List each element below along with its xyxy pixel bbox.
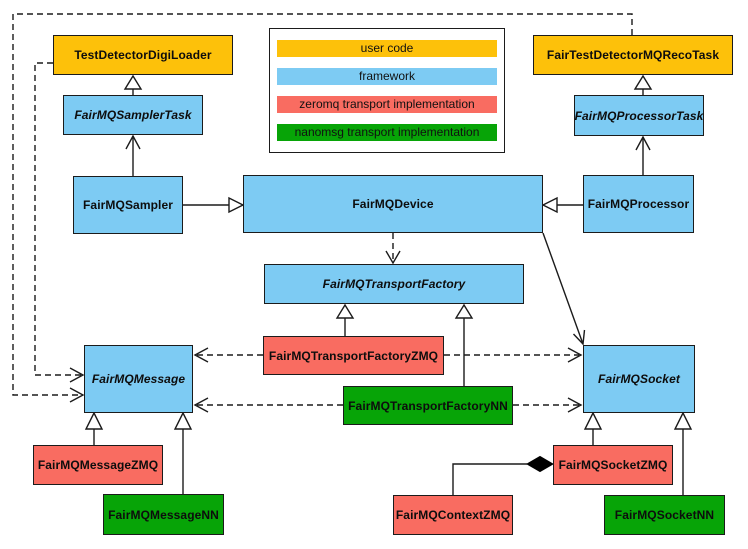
edge-device-uses-transportfactory bbox=[385, 233, 401, 265]
edge-processor-to-processortask bbox=[635, 135, 651, 175]
node-fairmqsocketzmq: FairMQSocketZMQ bbox=[553, 445, 673, 485]
node-label: FairMQSocket bbox=[598, 372, 680, 386]
composition-diamond bbox=[525, 455, 555, 473]
node-fairmqtransportfactory: FairMQTransportFactory bbox=[264, 264, 524, 304]
node-label: FairTestDetectorMQRecoTask bbox=[546, 48, 720, 62]
edge-processor-to-device bbox=[541, 196, 583, 214]
node-fairtestdetectormqrecotask: FairTestDetectorMQRecoTask bbox=[533, 35, 733, 75]
edge-tfzmq-uses-socket bbox=[444, 347, 583, 363]
node-label: FairMQSampler bbox=[83, 198, 173, 212]
node-fairmqsamplertask: FairMQSamplerTask bbox=[63, 95, 203, 135]
legend-item-framework: framework bbox=[277, 68, 497, 85]
edge-tfzmq-uses-message bbox=[193, 347, 263, 363]
edge-messagezmq-to-message bbox=[84, 411, 104, 445]
edge-sampler-to-device bbox=[183, 196, 245, 214]
node-label: FairMQDevice bbox=[352, 197, 434, 211]
edge-tfnn-uses-socket bbox=[513, 397, 583, 413]
node-label: FairMQTransportFactoryNN bbox=[348, 398, 508, 413]
edge-socketnn-to-socket bbox=[673, 411, 693, 495]
node-fairmqtransportfactoryzmq: FairMQTransportFactoryZMQ bbox=[263, 336, 444, 375]
node-label: FairMQMessageNN bbox=[108, 507, 219, 522]
node-fairmqcontextzmq: FairMQContextZMQ bbox=[393, 495, 513, 535]
edge-tfzmq-to-transportfactory bbox=[335, 303, 355, 336]
edge-tfnn-to-transportfactory bbox=[454, 303, 474, 386]
node-fairmqsocket: FairMQSocket bbox=[583, 345, 695, 413]
node-fairmqmessage: FairMQMessage bbox=[84, 345, 193, 413]
edge-contextzmq-composition-socketzmq bbox=[452, 455, 555, 495]
node-fairmqtransportfactorynn: FairMQTransportFactoryNN bbox=[343, 386, 513, 425]
node-label: FairMQSamplerTask bbox=[74, 108, 192, 122]
legend-item-user-code: user code bbox=[277, 40, 497, 57]
node-fairmqdevice: FairMQDevice bbox=[243, 175, 543, 233]
node-testdetectordigiloader: TestDetectorDigiLoader bbox=[53, 35, 233, 75]
node-fairmqprocessortask: FairMQProcessorTask bbox=[574, 95, 704, 136]
node-label: TestDetectorDigiLoader bbox=[74, 48, 212, 62]
edge-socketzmq-to-socket bbox=[583, 411, 603, 445]
node-label: FairMQSocketZMQ bbox=[558, 458, 668, 472]
legend: user code framework zeromq transport imp… bbox=[269, 28, 505, 153]
edge-device-to-socket bbox=[542, 232, 586, 346]
node-fairmqmessagenn: FairMQMessageNN bbox=[103, 494, 224, 535]
node-label: FairMQContextZMQ bbox=[395, 508, 511, 522]
edge-samplertask-to-testloader bbox=[123, 74, 143, 95]
node-label: FairMQTransportFactory bbox=[322, 277, 466, 291]
edge-processortask-to-recotask bbox=[633, 74, 653, 95]
node-label: FairMQProcessorTask bbox=[574, 108, 704, 123]
node-fairmqprocessor: FairMQProcessor bbox=[583, 175, 694, 233]
node-label: FairMQSocketNN bbox=[614, 508, 715, 522]
legend-item-zeromq: zeromq transport implementation bbox=[277, 96, 497, 113]
legend-item-nanomsg: nanomsg transport implementation bbox=[277, 124, 497, 141]
edge-sampler-to-samplertask bbox=[125, 134, 141, 176]
node-fairmqsocketnn: FairMQSocketNN bbox=[604, 495, 725, 535]
edge-tfnn-uses-message bbox=[193, 397, 343, 413]
node-fairmqsampler: FairMQSampler bbox=[73, 176, 183, 234]
node-label: FairMQMessageZMQ bbox=[37, 458, 159, 472]
node-fairmqmessagezmq: FairMQMessageZMQ bbox=[33, 445, 163, 485]
node-label: FairMQTransportFactoryZMQ bbox=[268, 348, 439, 363]
edge-messagenn-to-message bbox=[173, 411, 193, 494]
node-label: FairMQMessage bbox=[91, 372, 186, 386]
node-label: FairMQProcessor bbox=[587, 197, 690, 211]
